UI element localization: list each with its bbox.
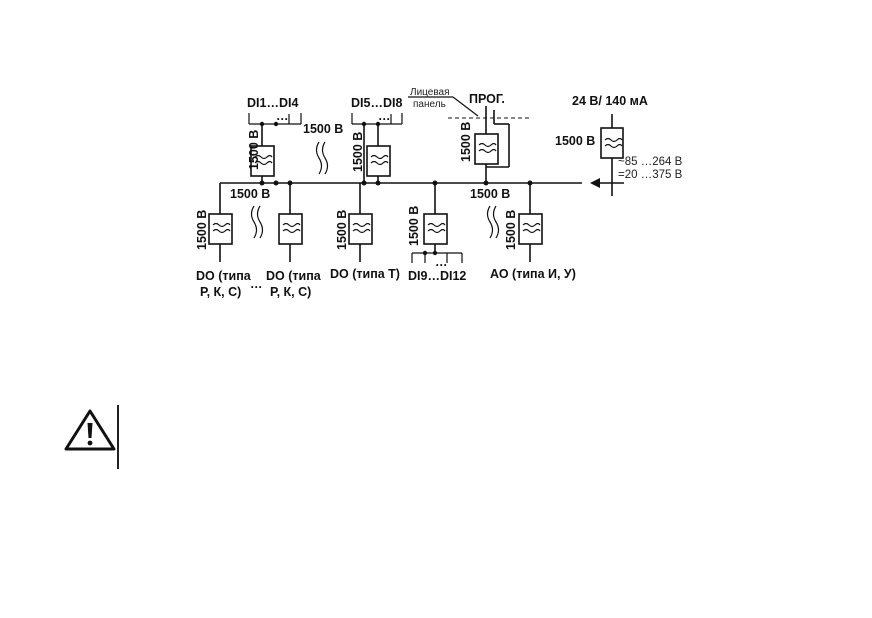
- iso-label-do-t: 1500 В: [335, 210, 349, 250]
- iso-label-bus-left: 1500 В: [230, 187, 270, 201]
- iso-label-di1: 1500 В: [247, 130, 261, 170]
- iso-label-di-groups: 1500 В: [303, 122, 343, 136]
- ao-label: АО (типа И, У): [490, 267, 576, 281]
- do-rkc-branch-2: DO (типа Р, К, С): [266, 183, 322, 299]
- di-group-1-branch: DI1…DI4 … 1500 В: [247, 96, 302, 186]
- do-ellipsis: …: [250, 277, 263, 291]
- di-group-2-branch: DI5…DI8 … 1500 В: [351, 96, 403, 186]
- do-rkc-2-line1: DO (типа: [266, 269, 322, 283]
- prog-label: ПРОГ.: [469, 92, 505, 106]
- iso-label-power: 1500 В: [555, 134, 595, 148]
- power-supply-branch: 24 В/ 140 мА 1500 В ~85 …264 В =20 …375 …: [555, 94, 683, 196]
- svg-text:…: …: [378, 109, 391, 123]
- di-group-1-label: DI1…DI4: [247, 96, 298, 110]
- do-rkc-branch-1: 1500 В DO (типа Р, К, С): [195, 183, 252, 299]
- front-panel-label-2: панель: [413, 99, 446, 110]
- di-group-2-label: DI5…DI8: [351, 96, 402, 110]
- prog-branch: Лицевая панель ПРОГ. 1500 В: [408, 87, 532, 186]
- svg-text:…: …: [276, 109, 289, 123]
- do-rkc-1-line1: DO (типа: [196, 269, 252, 283]
- ao-branch: 1500 В АО (типа И, У): [490, 180, 576, 281]
- warning-triangle-icon: [62, 403, 122, 471]
- do-rkc-1-line2: Р, К, С): [200, 285, 241, 299]
- iso-label-di9: 1500 В: [407, 206, 421, 246]
- bus-arrow: [590, 178, 600, 188]
- iso-label-prog: 1500 В: [459, 122, 473, 162]
- di-group-3-label: DI9…DI12: [408, 269, 466, 283]
- svg-text:…: …: [435, 255, 448, 269]
- do-t-branch: 1500 В DO (типа Т): [330, 183, 400, 281]
- do-t-label: DO (типа Т): [330, 267, 400, 281]
- do-rkc-2-line2: Р, К, С): [270, 285, 311, 299]
- voltage-dc-label: =20 …375 В: [618, 169, 683, 181]
- iso-label-di5: 1500 В: [351, 132, 365, 172]
- warning-divider: [117, 405, 119, 469]
- power-supply-label: 24 В/ 140 мА: [572, 94, 648, 108]
- iso-label-ao: 1500 В: [504, 210, 518, 250]
- iso-label-do1: 1500 В: [195, 210, 209, 250]
- front-panel-label-1: Лицевая: [410, 87, 450, 98]
- iso-label-bus-right: 1500 В: [470, 187, 510, 201]
- di-group-3-branch: … 1500 В DI9…DI12: [407, 183, 466, 283]
- voltage-ac-label: ~85 …264 В: [618, 156, 683, 168]
